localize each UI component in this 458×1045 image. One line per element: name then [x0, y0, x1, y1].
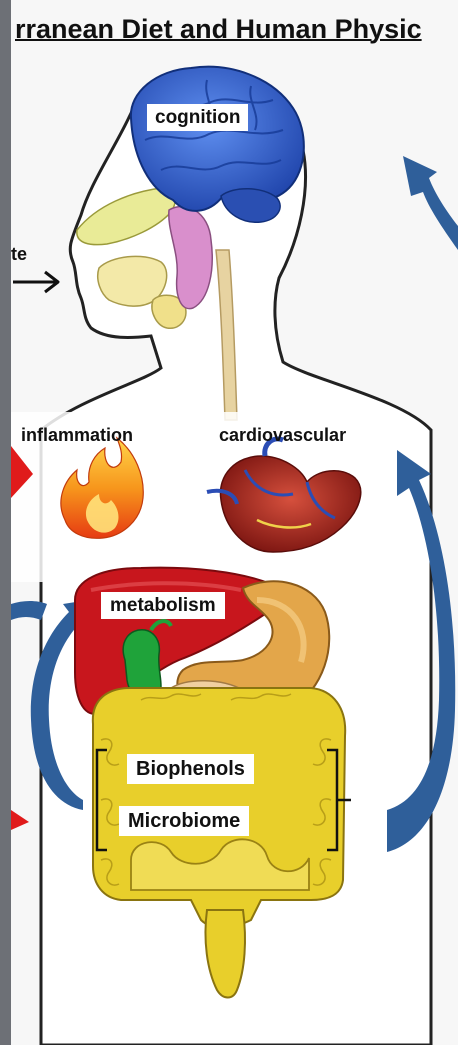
label-cognition: cognition [147, 104, 248, 131]
label-cardiovascular: cardiovascular [219, 426, 346, 444]
input-arrow [13, 272, 58, 292]
red-marker-bottom [11, 810, 29, 830]
label-inflammation: inflammation [21, 426, 133, 444]
body-illustration [11, 0, 458, 1045]
label-biophenols: Biophenols [127, 754, 254, 784]
diagram-frame: rranean Diet and Human Physic te cogniti… [11, 0, 458, 1045]
label-metabolism: metabolism [101, 592, 225, 619]
input-label: te [11, 244, 27, 265]
label-microbiome: Microbiome [119, 806, 249, 836]
brain [131, 67, 304, 211]
page-title: rranean Diet and Human Physic [15, 14, 422, 45]
arrow-top-right [403, 156, 458, 250]
